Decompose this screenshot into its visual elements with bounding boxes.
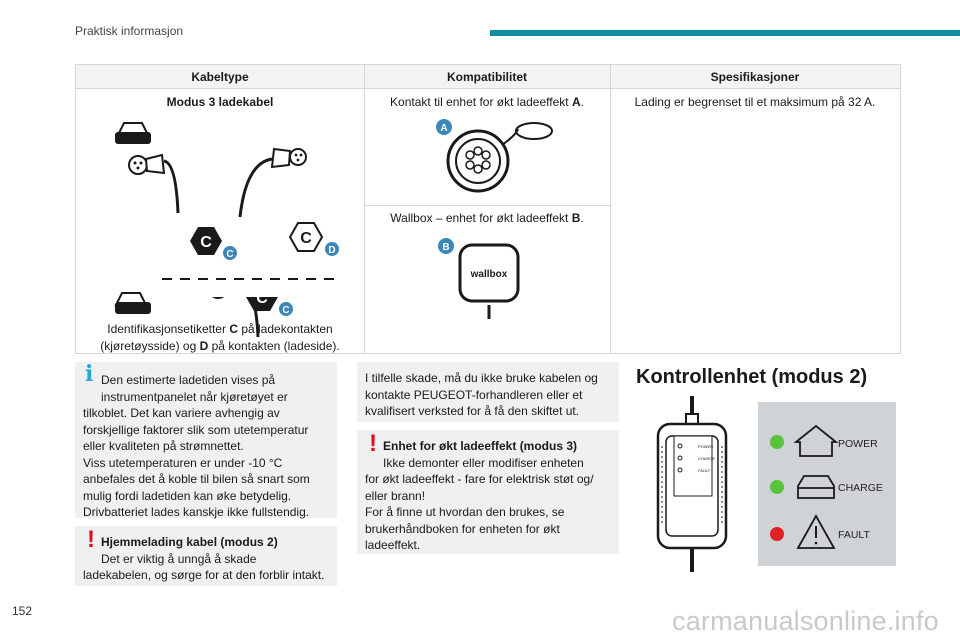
socket-a-illustration: A bbox=[436, 119, 553, 193]
mode3-cable-illustration-lower: C C bbox=[115, 297, 293, 338]
svg-text:CHARGE: CHARGE bbox=[698, 456, 715, 461]
charge-point-connector-icon bbox=[238, 147, 307, 218]
svg-text:C: C bbox=[282, 305, 289, 316]
vehicle-connector-icon bbox=[128, 153, 180, 214]
indicator-panel: POWER CHARGE FAULT bbox=[758, 402, 896, 566]
table-header-specifications: Spesifikasjoner bbox=[610, 65, 900, 89]
info-icon: i bbox=[85, 361, 94, 387]
power-led-icon bbox=[770, 435, 784, 449]
charge-led-icon bbox=[770, 480, 784, 494]
header-accent-bar bbox=[490, 30, 960, 36]
svg-text:FAULT: FAULT bbox=[698, 468, 711, 473]
warning-icon: ! bbox=[369, 430, 377, 457]
column-divider bbox=[610, 65, 611, 353]
house-icon bbox=[793, 424, 839, 457]
warning-box-wallbox: ! Enhet for økt ladeeffekt (modus 3) Ikk… bbox=[357, 430, 619, 554]
section-title: Praktisk informasjon bbox=[75, 24, 184, 38]
compat-row-2: Wallbox – enhet for økt ladeeffekt B. bbox=[390, 211, 584, 225]
svg-text:C: C bbox=[200, 234, 212, 251]
table-header-cable-type: Kabeltype bbox=[76, 65, 364, 89]
specification-text: Lading er begrenset til et maksimum på 3… bbox=[634, 95, 876, 109]
vehicle-connector-icon bbox=[212, 297, 260, 338]
car-icon bbox=[115, 302, 151, 314]
cable-table: Kabeltype Kompatibilitet Spesifikasjoner… bbox=[75, 64, 901, 354]
fault-led-icon bbox=[770, 527, 784, 541]
label-d-icon: C D bbox=[288, 222, 339, 256]
indicator-icons bbox=[770, 424, 839, 549]
column-divider bbox=[364, 65, 365, 353]
cable-type-title: Modus 3 ladekabel bbox=[166, 95, 274, 109]
damage-note-box: I tilfelle skade, må du ikke bruke kabel… bbox=[357, 362, 619, 422]
control-unit-title: Kontrollenhet (modus 2) bbox=[636, 366, 868, 388]
charge-label: CHARGE bbox=[838, 482, 883, 494]
wallbox-b-illustration: B wallbox bbox=[438, 238, 520, 319]
svg-text:A: A bbox=[440, 123, 447, 134]
svg-text:B: B bbox=[442, 242, 449, 253]
table-header-compatibility: Kompatibilitet bbox=[364, 65, 610, 89]
svg-text:C: C bbox=[300, 230, 312, 247]
control-unit-illustration: POWER CHARGE FAULT bbox=[656, 396, 728, 572]
page-number: 152 bbox=[12, 604, 33, 618]
svg-text:D: D bbox=[328, 245, 335, 256]
svg-text:wallbox: wallbox bbox=[470, 269, 508, 280]
fault-label: FAULT bbox=[838, 529, 870, 541]
cable-caption: Identifikasjonsetiketter C på ladekontak… bbox=[100, 322, 340, 353]
warning-icon: ! bbox=[87, 526, 95, 553]
label-c-icon: C C bbox=[190, 227, 237, 260]
label-c-icon: C C bbox=[246, 297, 293, 316]
svg-text:POWER: POWER bbox=[698, 444, 713, 449]
mode3-cable-illustration: C C C D bbox=[114, 122, 339, 306]
compat-row-1: Kontakt til enhet for økt ladeeffekt A. bbox=[390, 95, 584, 109]
info-box: i Den estimerte ladetiden vises på instr… bbox=[75, 361, 337, 519]
power-label: POWER bbox=[838, 438, 878, 450]
watermark: carmanualsonline.info bbox=[672, 606, 939, 636]
warning-triangle-icon bbox=[796, 514, 836, 549]
svg-text:C: C bbox=[256, 297, 268, 307]
car-icon bbox=[797, 475, 835, 499]
car-icon bbox=[115, 122, 151, 144]
svg-text:C: C bbox=[226, 249, 233, 260]
warning-box-home-charging: ! Hjemmelading kabel (modus 2) Det er vi… bbox=[75, 526, 337, 586]
row-divider bbox=[364, 205, 610, 206]
